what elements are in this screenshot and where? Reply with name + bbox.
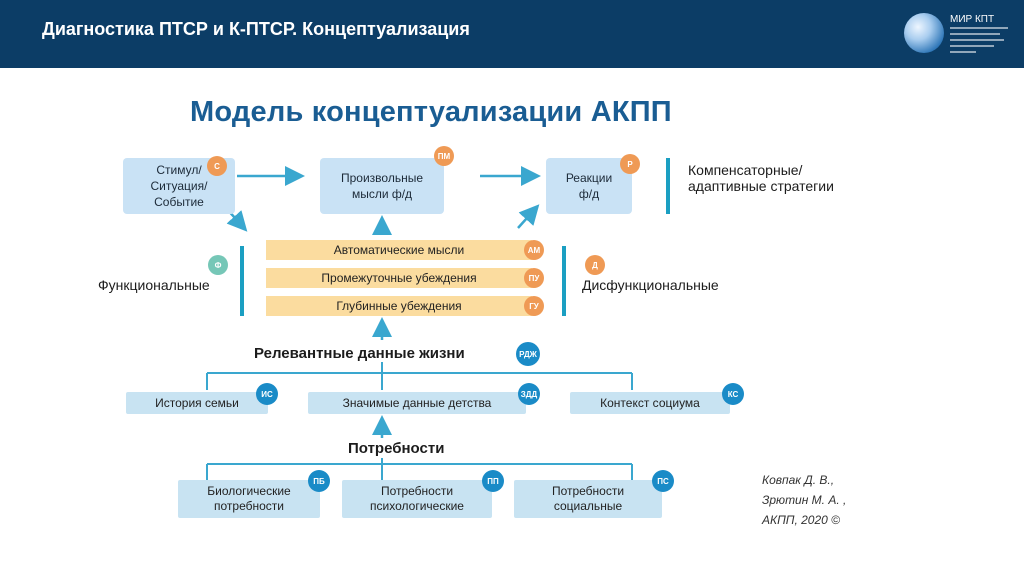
bar-core-beliefs: Глубинные убеждения	[266, 296, 532, 316]
needs-label: Потребности	[348, 440, 445, 457]
citation: Ковпак Д. В., Зрютин М. А. , АКПП, 2020 …	[762, 470, 846, 530]
badge-voluntary-thoughts: ПМ	[434, 146, 454, 166]
badge-stimulus: С	[207, 156, 227, 176]
badge-intermediate-beliefs: ПУ	[524, 268, 544, 288]
citation-line-1: Ковпак Д. В.,	[762, 473, 835, 487]
box-childhood-data: Значимые данные детства	[308, 392, 526, 414]
dysfunctional-bar	[562, 246, 566, 316]
box-social-needs-label: Потребности социальные	[551, 484, 625, 513]
functional-bar	[240, 246, 244, 316]
compensatory-label: Компенсаторные/ адаптивные стратегии	[688, 162, 834, 194]
tree-lines	[206, 362, 633, 480]
box-voluntary-thoughts-label: Произвольные мысли ф/д	[340, 171, 423, 201]
logo-text: МИР КПТ	[950, 14, 995, 25]
box-social-context: Контекст социума	[570, 392, 730, 414]
arrow-beliefs-to-reactions	[517, 204, 540, 229]
badge-reactions: Р	[620, 154, 640, 174]
relevant-data-label: Релевантные данные жизни	[254, 345, 465, 362]
slide-title: Диагностика ПТСР и К-ПТСР. Концептуализа…	[42, 19, 470, 39]
box-biological-needs-label: Биологические потребности	[207, 484, 291, 513]
citation-line-2: Зрютин М. А. ,	[762, 493, 847, 507]
badge-relevant-data: РДЖ	[516, 342, 540, 366]
functional-label: Функциональные	[98, 277, 210, 293]
badge-dysfunctional: Д	[585, 255, 605, 275]
box-reactions-label: Реакции ф/д	[565, 171, 613, 201]
box-biological-needs: Биологические потребности	[178, 480, 320, 518]
box-psychological-needs: Потребности психологические	[342, 480, 492, 518]
badge-biological-needs: ПБ	[308, 470, 330, 492]
badge-psychological-needs: ПП	[482, 470, 504, 492]
badge-functional: Ф	[208, 255, 228, 275]
header-bar: Диагностика ПТСР и К-ПТСР. Концептуализа…	[0, 0, 1024, 68]
bar-automatic-thoughts: Автоматические мысли	[266, 240, 532, 260]
globe-icon	[904, 13, 944, 53]
model-title: Модель концептуализации АКПП	[190, 96, 672, 128]
bar-intermediate-beliefs: Промежуточные убеждения	[266, 268, 532, 288]
box-stimulus-label: Стимул/ Ситуация/ Событие	[150, 163, 208, 209]
box-family-history: История семьи	[126, 392, 268, 414]
badge-social-context: КС	[722, 383, 744, 405]
badge-family-history: ИС	[256, 383, 278, 405]
box-voluntary-thoughts: Произвольные мысли ф/д	[320, 158, 444, 214]
badge-childhood-data: ЗДД	[518, 383, 540, 405]
box-social-needs: Потребности социальные	[514, 480, 662, 518]
compensatory-bar	[666, 158, 670, 214]
dysfunctional-label: Дисфункциональные	[582, 277, 719, 293]
badge-social-needs: ПС	[652, 470, 674, 492]
logo: МИР КПТ	[904, 12, 1014, 58]
box-psychological-needs-label: Потребности психологические	[370, 484, 464, 513]
box-stimulus: Стимул/ Ситуация/ Событие	[123, 158, 235, 214]
logo-tagline-lines	[950, 27, 1008, 57]
box-reactions: Реакции ф/д	[546, 158, 632, 214]
badge-core-beliefs: ГУ	[524, 296, 544, 316]
citation-line-3: АКПП, 2020 ©	[762, 513, 841, 527]
badge-automatic-thoughts: АМ	[524, 240, 544, 260]
